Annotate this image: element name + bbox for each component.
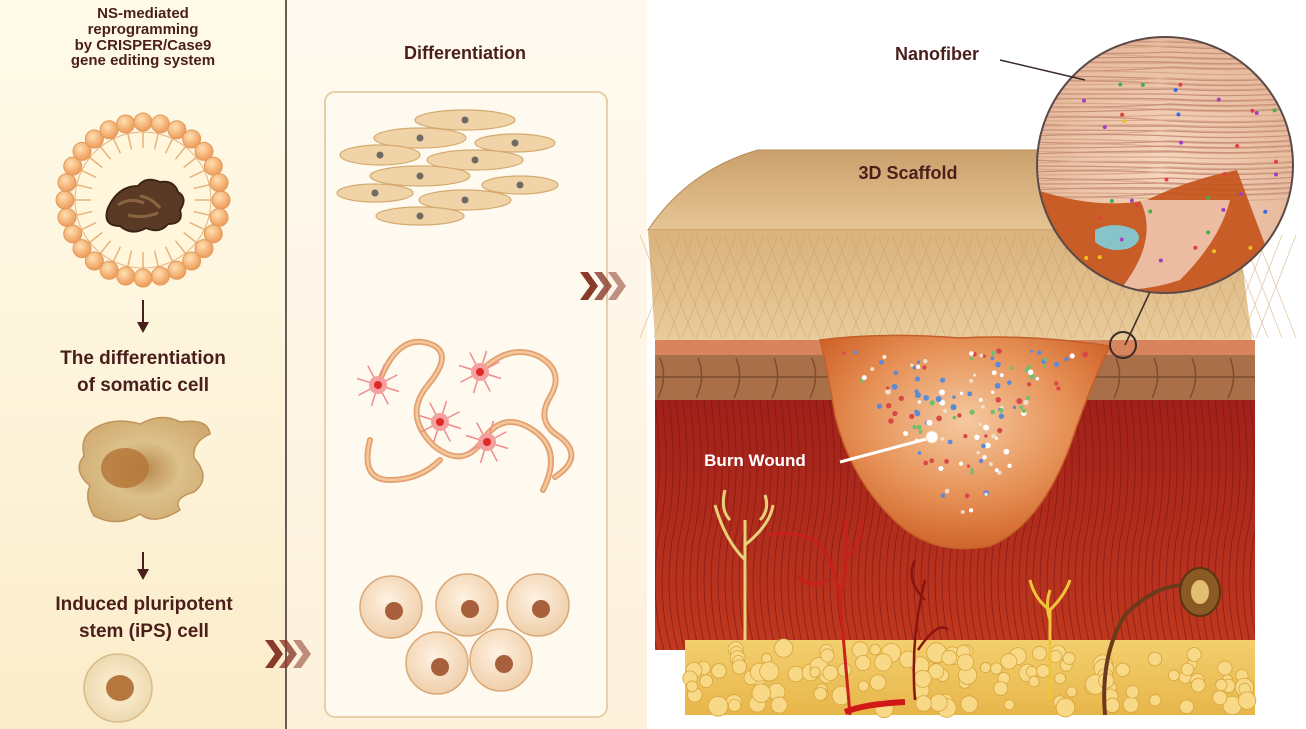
down-arrow-2	[137, 552, 149, 580]
burn-wound-label: Burn Wound	[680, 452, 830, 470]
ips-cell-label: Induced pluripotent stem (iPS) cell	[10, 592, 278, 645]
liposome-nanoparticle	[56, 113, 230, 287]
differentiation-title: Differentiation	[360, 44, 570, 63]
somatic-cell-label: The differentiation of somatic cell	[18, 346, 268, 399]
down-arrow-1	[137, 300, 149, 333]
somatic-cell	[79, 417, 210, 521]
ips-cell	[84, 654, 152, 722]
scaffold-label: 3D Scaffold	[828, 164, 988, 183]
liposome-title: NS-mediated reprogramming by CRISPER/Cas…	[38, 6, 248, 69]
nanofiber-label: Nanofiber	[872, 45, 1002, 64]
